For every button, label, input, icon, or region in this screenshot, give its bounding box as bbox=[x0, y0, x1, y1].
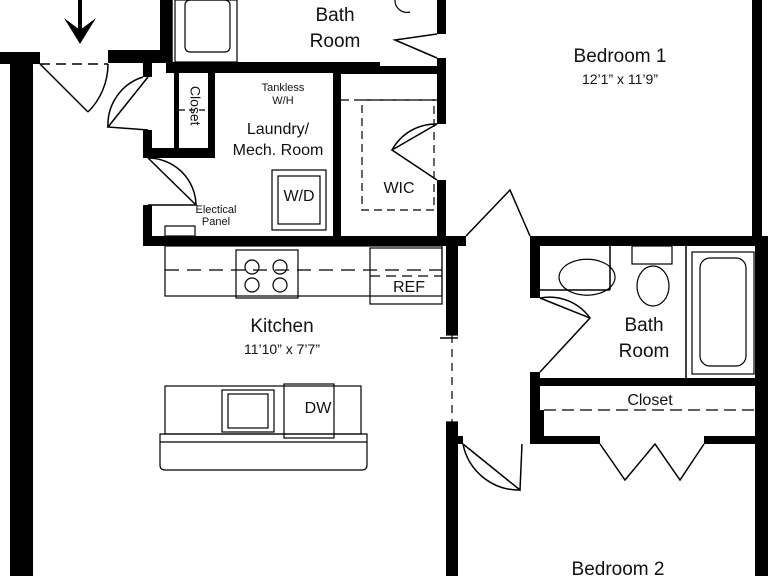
bedroom1-name: Bedroom 1 bbox=[573, 46, 667, 67]
closet-small-label: Closet bbox=[187, 85, 204, 126]
fixtures bbox=[159, 0, 755, 471]
dw-label: DW bbox=[304, 400, 332, 417]
electrical-label-2: Panel bbox=[201, 216, 231, 228]
ref-label: REF bbox=[393, 279, 425, 296]
bath-top-label-2: Room bbox=[309, 31, 361, 52]
bedroom2-name: Bedroom 2 bbox=[571, 559, 665, 580]
kitchen-name: Kitchen bbox=[250, 316, 314, 337]
bath-right-label-1: Bath bbox=[624, 315, 664, 336]
bath-right-label-2: Room bbox=[618, 341, 670, 362]
thin-lines bbox=[171, 0, 754, 378]
door-swings bbox=[39, 33, 705, 492]
wd-label: W/D bbox=[283, 188, 315, 205]
electrical-label-1: Electical bbox=[195, 204, 237, 216]
entry-arrow-icon bbox=[64, 0, 96, 44]
bedroom1-dims: 12’1” x 11’9” bbox=[581, 71, 658, 87]
laundry-label-1: Laundry/ bbox=[246, 121, 310, 138]
tankless-label-2: W/H bbox=[272, 95, 294, 107]
tankless-label-1: Tankless bbox=[261, 82, 305, 94]
kitchen-dims: 11’10” x 7’7” bbox=[243, 341, 320, 357]
wic-label: WIC bbox=[383, 180, 415, 197]
closet-right-label: Closet bbox=[627, 392, 673, 409]
bath-top-label-1: Bath bbox=[315, 5, 355, 26]
laundry-label-2: Mech. Room bbox=[232, 142, 324, 159]
